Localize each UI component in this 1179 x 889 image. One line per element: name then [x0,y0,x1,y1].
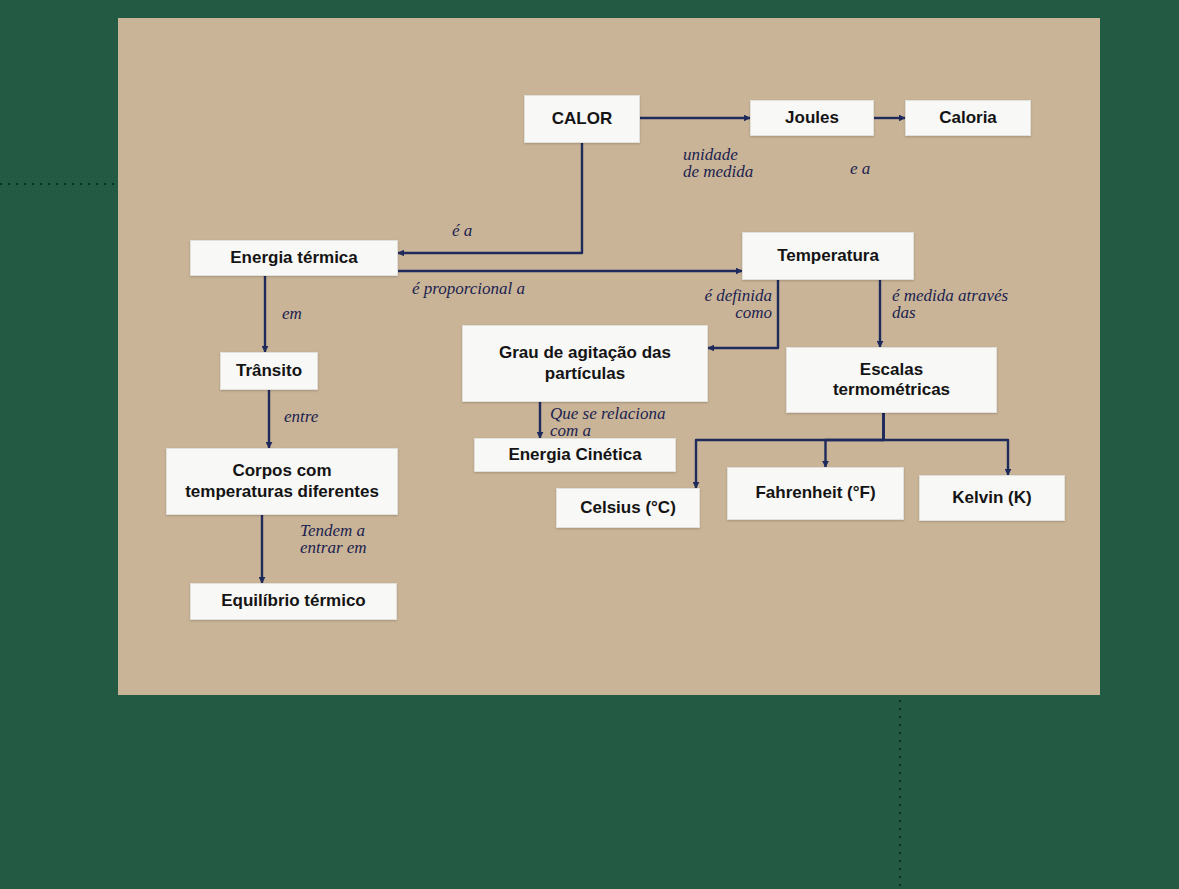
arrow-connector [640,117,750,119]
edge-label: é definida como [680,287,772,321]
edge-label: é proporcional a [412,280,632,297]
edge-label: entre [284,408,354,425]
concept-box: Temperatura [742,232,914,280]
edge-label: unidade de medida [683,146,757,180]
concept-box: Energia Cinética [474,438,676,472]
concept-box: Fahrenheit (°F) [727,467,904,520]
concept-text: Grau de agitação das partículas [471,343,699,384]
concept-text: Energia Cinética [508,445,641,465]
concept-text: Kelvin (K) [952,488,1031,508]
edge-label: e a [850,160,910,177]
concept-box: Joules [750,100,874,136]
arrow-connector [879,280,881,347]
concept-box: CALOR [524,95,640,143]
concept-box: Corpos com temperaturas diferentes [166,448,398,515]
concept-box: Caloria [905,100,1031,136]
concept-box: Celsius (°C) [556,488,700,528]
edge-label: Que se relaciona com a [550,405,690,439]
arrow-connector [826,413,884,467]
concept-text: Escalas termométricas [823,360,960,401]
arrow-connector [398,143,582,253]
concept-text: Celsius (°C) [580,498,676,518]
edge-label: é a [452,222,512,239]
concept-box: Trânsito [220,352,318,390]
arrow-connector [268,390,270,448]
arrow-connector [398,270,742,272]
concept-text: Corpos com temperaturas diferentes [181,461,383,502]
concept-text: Fahrenheit (°F) [755,483,875,503]
mat-dots [0,183,118,185]
edge-label: Tendem a entrar em [300,522,410,556]
concept-text: Caloria [939,108,997,128]
concept-box: Grau de agitação das partículas [462,325,708,402]
arrow-connector [264,276,266,352]
concept-text: CALOR [552,109,612,129]
concept-box: Energia térmica [190,240,398,276]
concept-text: Equilíbrio térmico [221,591,366,611]
concept-text: Trânsito [236,361,302,381]
concept-text: Energia térmica [230,248,358,268]
arrow-connector [874,117,905,119]
concept-text: Joules [785,108,839,128]
arrow-connector [884,413,1009,475]
edge-label: em [282,305,342,322]
concept-box: Equilíbrio térmico [190,583,397,620]
arrow-connector [261,515,263,583]
edge-label: é medida através das [892,287,1012,321]
concept-box: Escalas termométricas [786,347,997,413]
concept-text: Temperatura [777,246,879,266]
mat-dots [899,700,901,889]
concept-box: Kelvin (K) [919,475,1065,521]
arrow-connector [539,402,541,438]
kraft-paper [118,18,1100,695]
